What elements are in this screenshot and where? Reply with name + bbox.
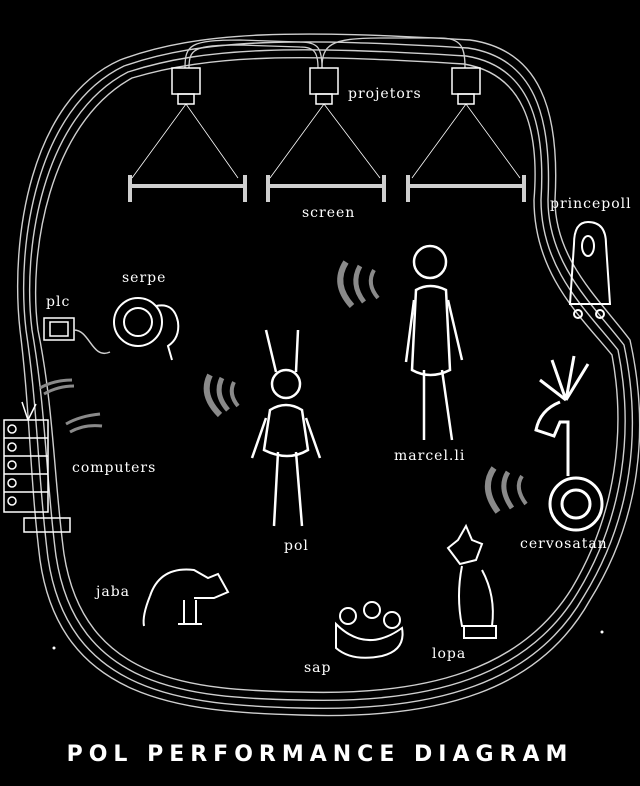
princepoll-figure [568, 220, 612, 319]
cervosatan-deer-figure [534, 355, 604, 532]
pol-figure [250, 329, 322, 527]
label-computers: computers [72, 460, 157, 476]
page-title: POL PERFORMANCE DIAGRAM [66, 742, 574, 767]
label-princepoll: princepoll [550, 196, 632, 212]
projector-icon [269, 67, 381, 179]
screen [128, 175, 247, 202]
projector-cables [184, 37, 466, 69]
sap-frog-figure [335, 601, 404, 659]
projector-icon [131, 67, 239, 179]
label-screen: screen [302, 205, 356, 221]
label-pol: pol [284, 538, 309, 554]
label-sap: sap [304, 660, 332, 676]
plc-box [43, 317, 111, 355]
label-marcelli: marcel.li [394, 448, 466, 464]
serpe-snake-figure [113, 297, 180, 361]
cable-bundle [16, 33, 640, 717]
label-lopa: lopa [432, 646, 467, 662]
label-serpe: serpe [122, 270, 167, 286]
lopa-fox-figure [446, 523, 497, 639]
marcelli-figure [404, 244, 464, 441]
screen [266, 175, 386, 202]
jaba-figure [142, 568, 230, 627]
computer-rack [3, 401, 71, 533]
label-projetors: projetors [348, 86, 422, 102]
signal-waves [39, 260, 528, 514]
screen [406, 175, 526, 202]
label-plc: plc [46, 294, 71, 310]
decor-dots [52, 630, 604, 650]
projector-icon [411, 67, 521, 179]
label-cervosatan: cervosatan [520, 536, 608, 552]
label-jaba: jaba [96, 584, 130, 600]
